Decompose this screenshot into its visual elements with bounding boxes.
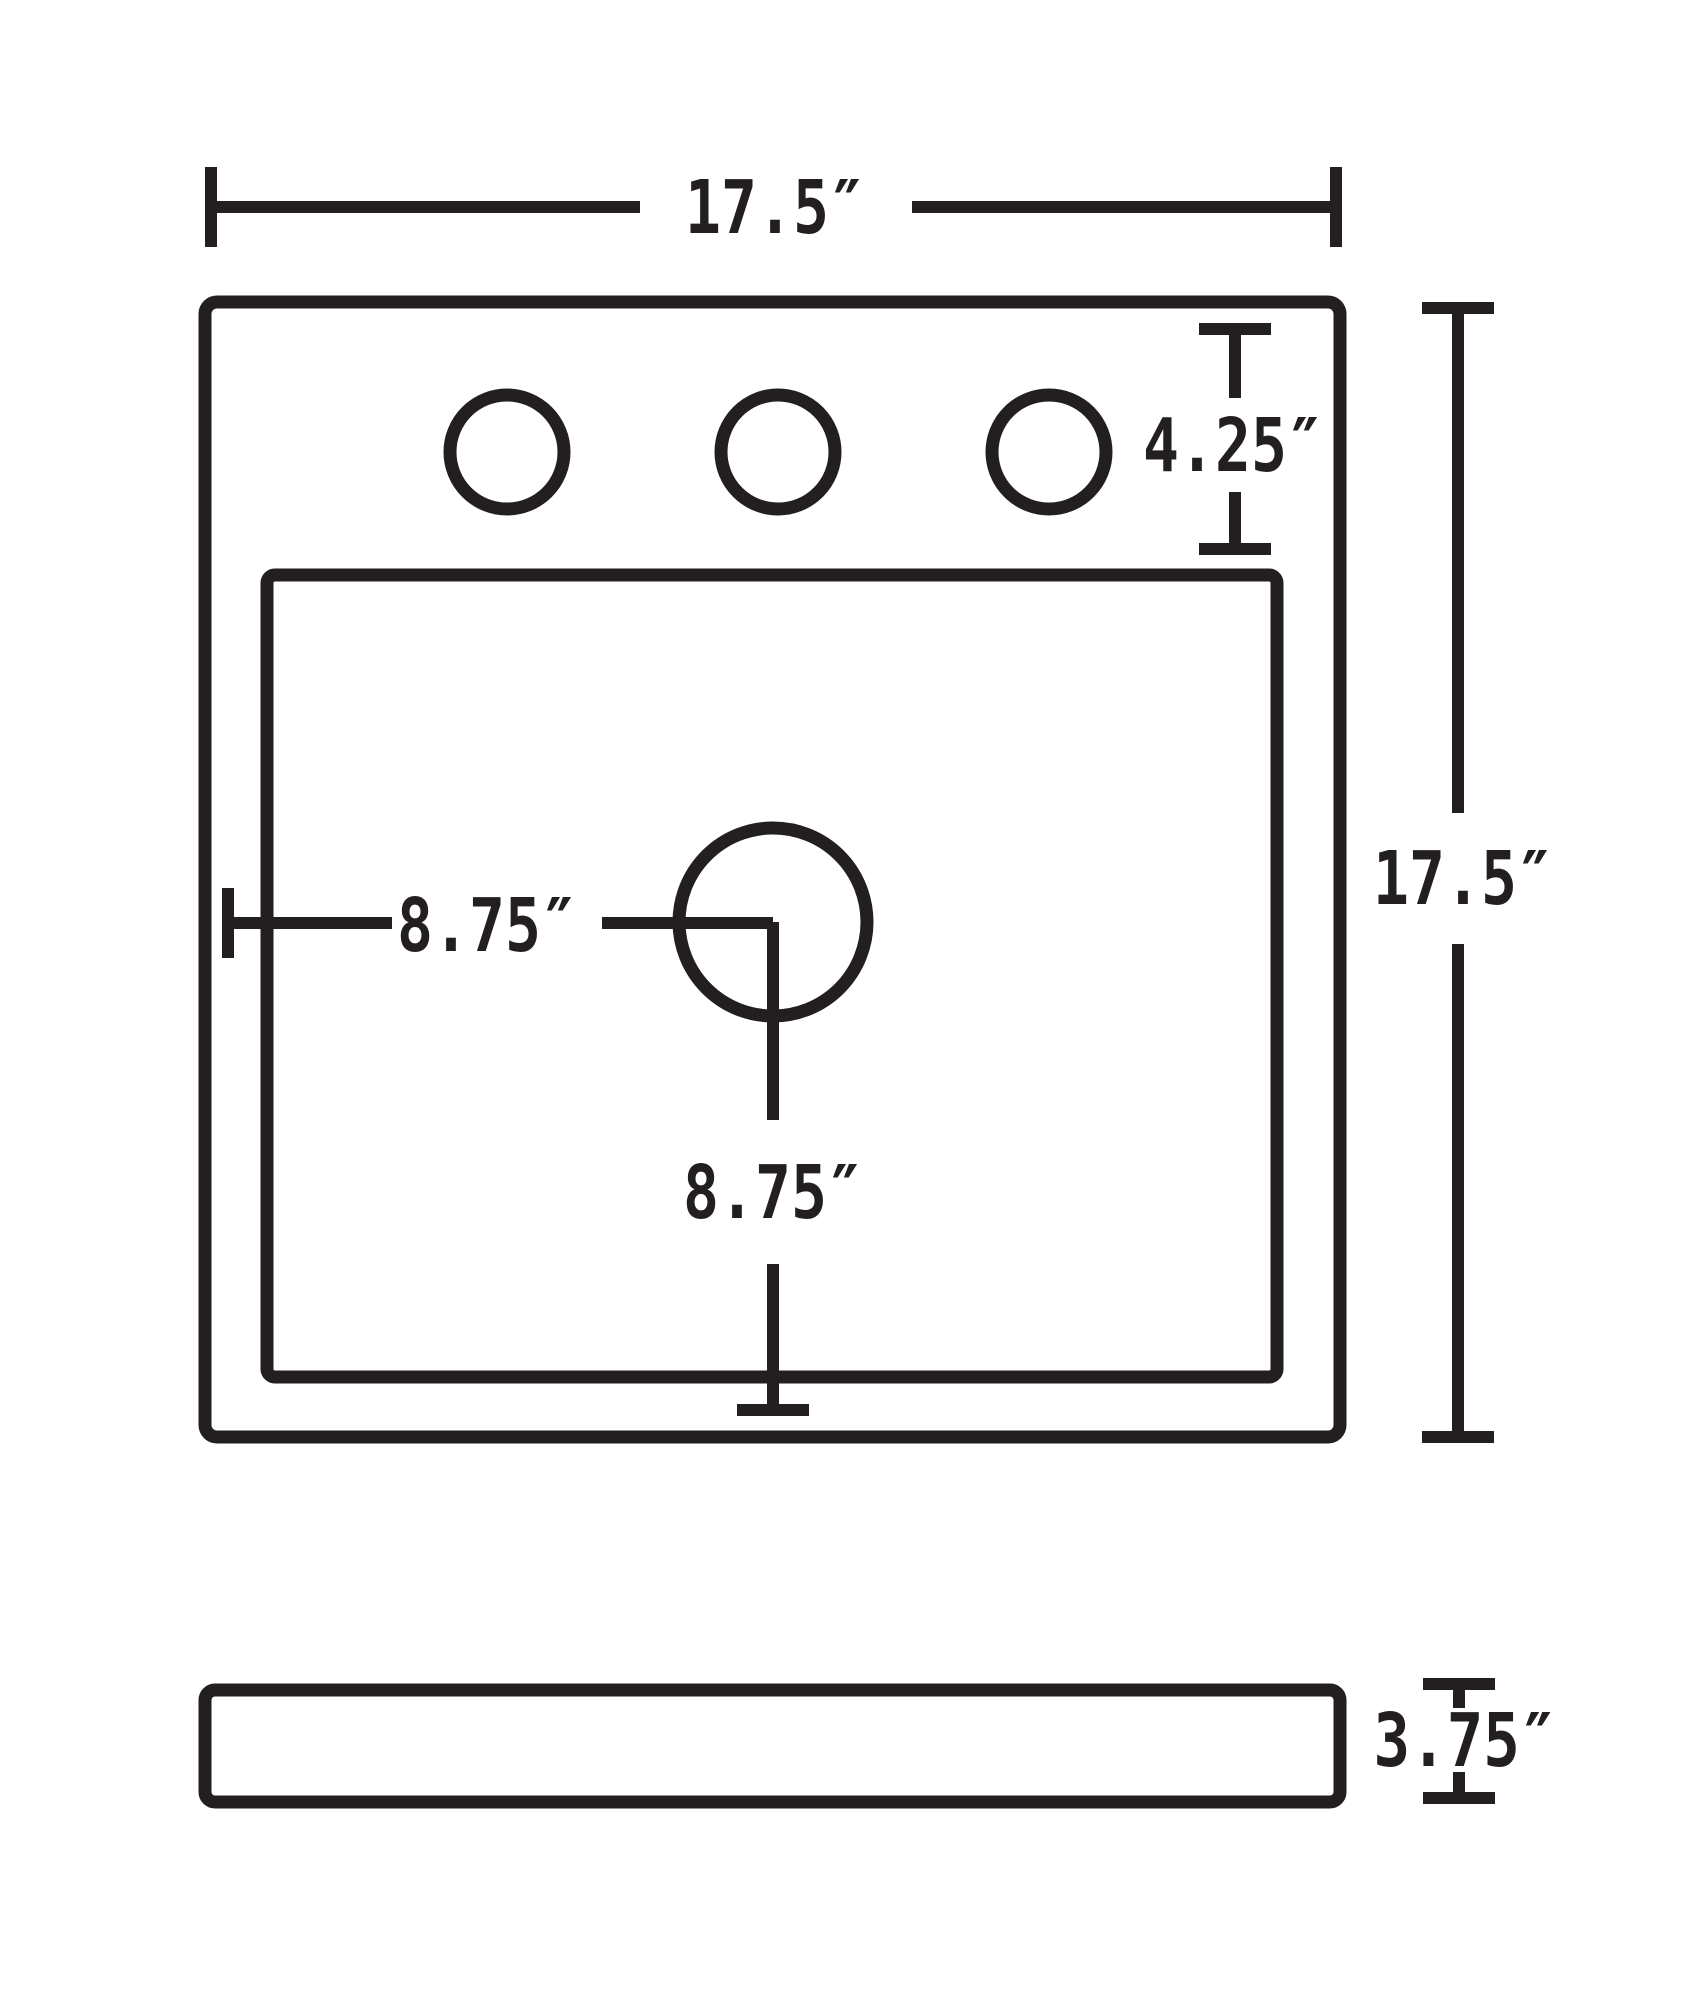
sink-side-view (198, 1683, 1347, 1809)
overall-height-label: 17.5″ (1373, 836, 1553, 922)
faucet-hole-right (985, 388, 1113, 516)
top-width-label: 17.5″ (685, 165, 865, 251)
top-width-dimension: 17.5″ (205, 165, 1342, 251)
drain-center-x-dimension: 8.75″ (222, 883, 773, 969)
side-profile-outline (198, 1683, 1347, 1809)
drain-y-label: 8.75″ (683, 1150, 863, 1236)
hole-offset-label: 4.25″ (1143, 403, 1323, 489)
faucet-hole-offset-dimension: 4.25″ (1143, 323, 1323, 555)
drain-x-label: 8.75″ (397, 883, 577, 969)
faucet-hole-left (443, 388, 571, 516)
sink-outer-outline (198, 295, 1347, 1444)
faucet-hole-center (714, 388, 842, 516)
side-thickness-dimension: 3.75″ (1374, 1678, 1557, 1804)
drain-center-y-dimension: 8.75″ (683, 922, 863, 1416)
thickness-label: 3.75″ (1374, 1698, 1557, 1784)
overall-height-dimension: 17.5″ (1373, 302, 1553, 1443)
